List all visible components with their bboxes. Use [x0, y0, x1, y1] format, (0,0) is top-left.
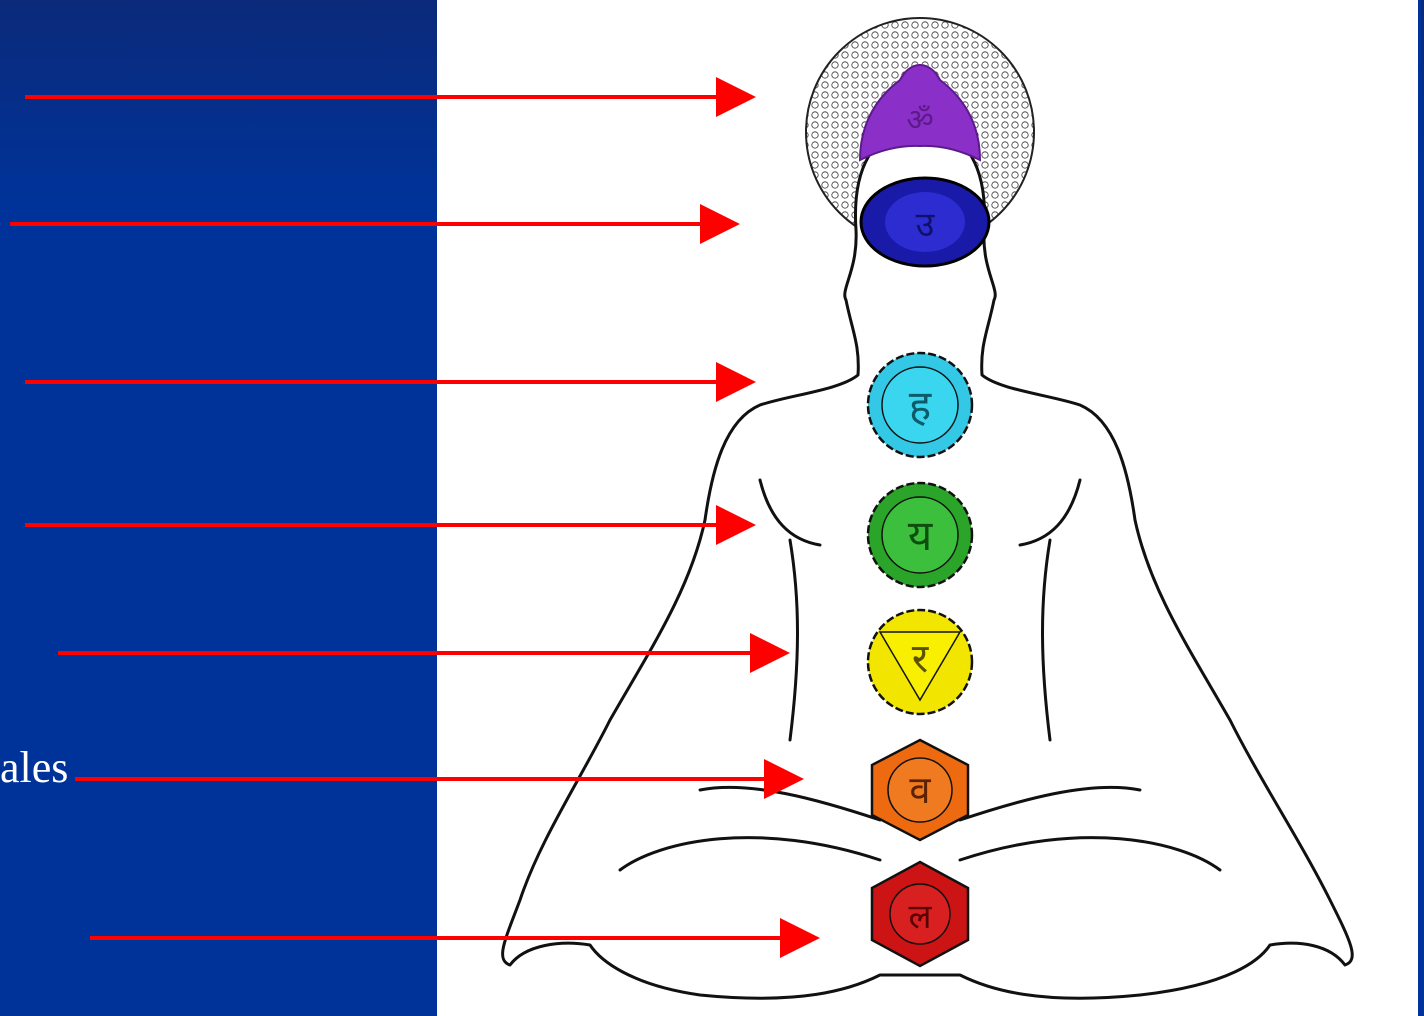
solar-plexus-chakra: र — [868, 610, 972, 714]
throat-chakra: ह — [868, 353, 972, 457]
heart-glyph: य — [908, 514, 933, 560]
third-eye-glyph: उ — [916, 207, 936, 244]
sacral-glyph: व — [909, 770, 931, 812]
crown-glyph: ॐ — [906, 104, 933, 137]
throat-glyph: ह — [909, 384, 932, 430]
third-eye-chakra: उ — [861, 178, 989, 266]
heart-chakra: य — [868, 483, 972, 587]
solar-plexus-glyph: र — [912, 636, 929, 681]
root-glyph: ल — [908, 899, 932, 936]
